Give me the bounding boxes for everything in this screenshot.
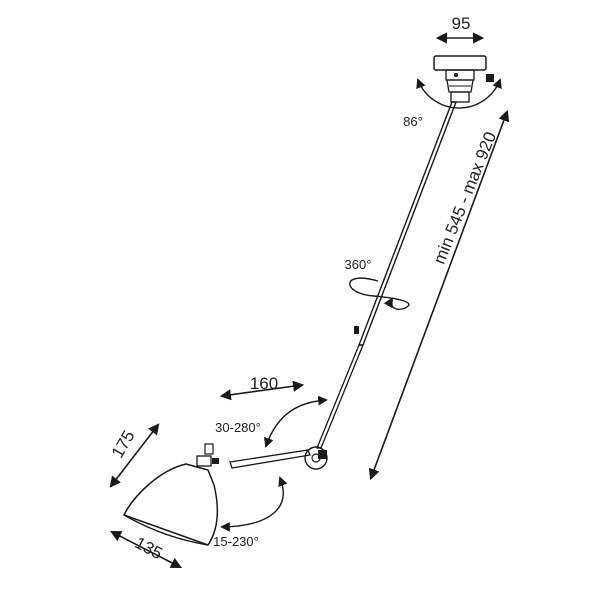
shade-angle-label: 15-230°	[213, 534, 259, 549]
arm-length-dimension: 160	[219, 374, 305, 401]
canopy-width-dimension: 95	[435, 14, 485, 44]
shade-diameter-label: 135	[132, 533, 166, 563]
canopy-width-label: 95	[452, 14, 471, 33]
rod-rotation-label: 360°	[345, 257, 372, 272]
elbow-angle-indicator: 30-280°	[215, 395, 328, 448]
arm-length-label: 160	[250, 374, 278, 393]
rod-length-dimension: min 545 - max 920	[368, 109, 510, 481]
lamp-arm	[229, 449, 311, 469]
rod-rotation-indicator: 360°	[345, 257, 410, 310]
ceiling-canopy	[433, 55, 494, 103]
shade-height-dimension: 175	[108, 423, 160, 488]
rod-length-label: min 545 - max 920	[430, 129, 500, 267]
shade-diameter-dimension: 135	[110, 530, 182, 569]
lamp-rod	[316, 101, 458, 449]
elbow-angle-label: 30-280°	[215, 420, 261, 435]
lamp-shade	[123, 443, 219, 546]
shade-angle-indicator: 15-230°	[213, 476, 288, 549]
canopy-tilt-label: 86°	[403, 114, 423, 129]
